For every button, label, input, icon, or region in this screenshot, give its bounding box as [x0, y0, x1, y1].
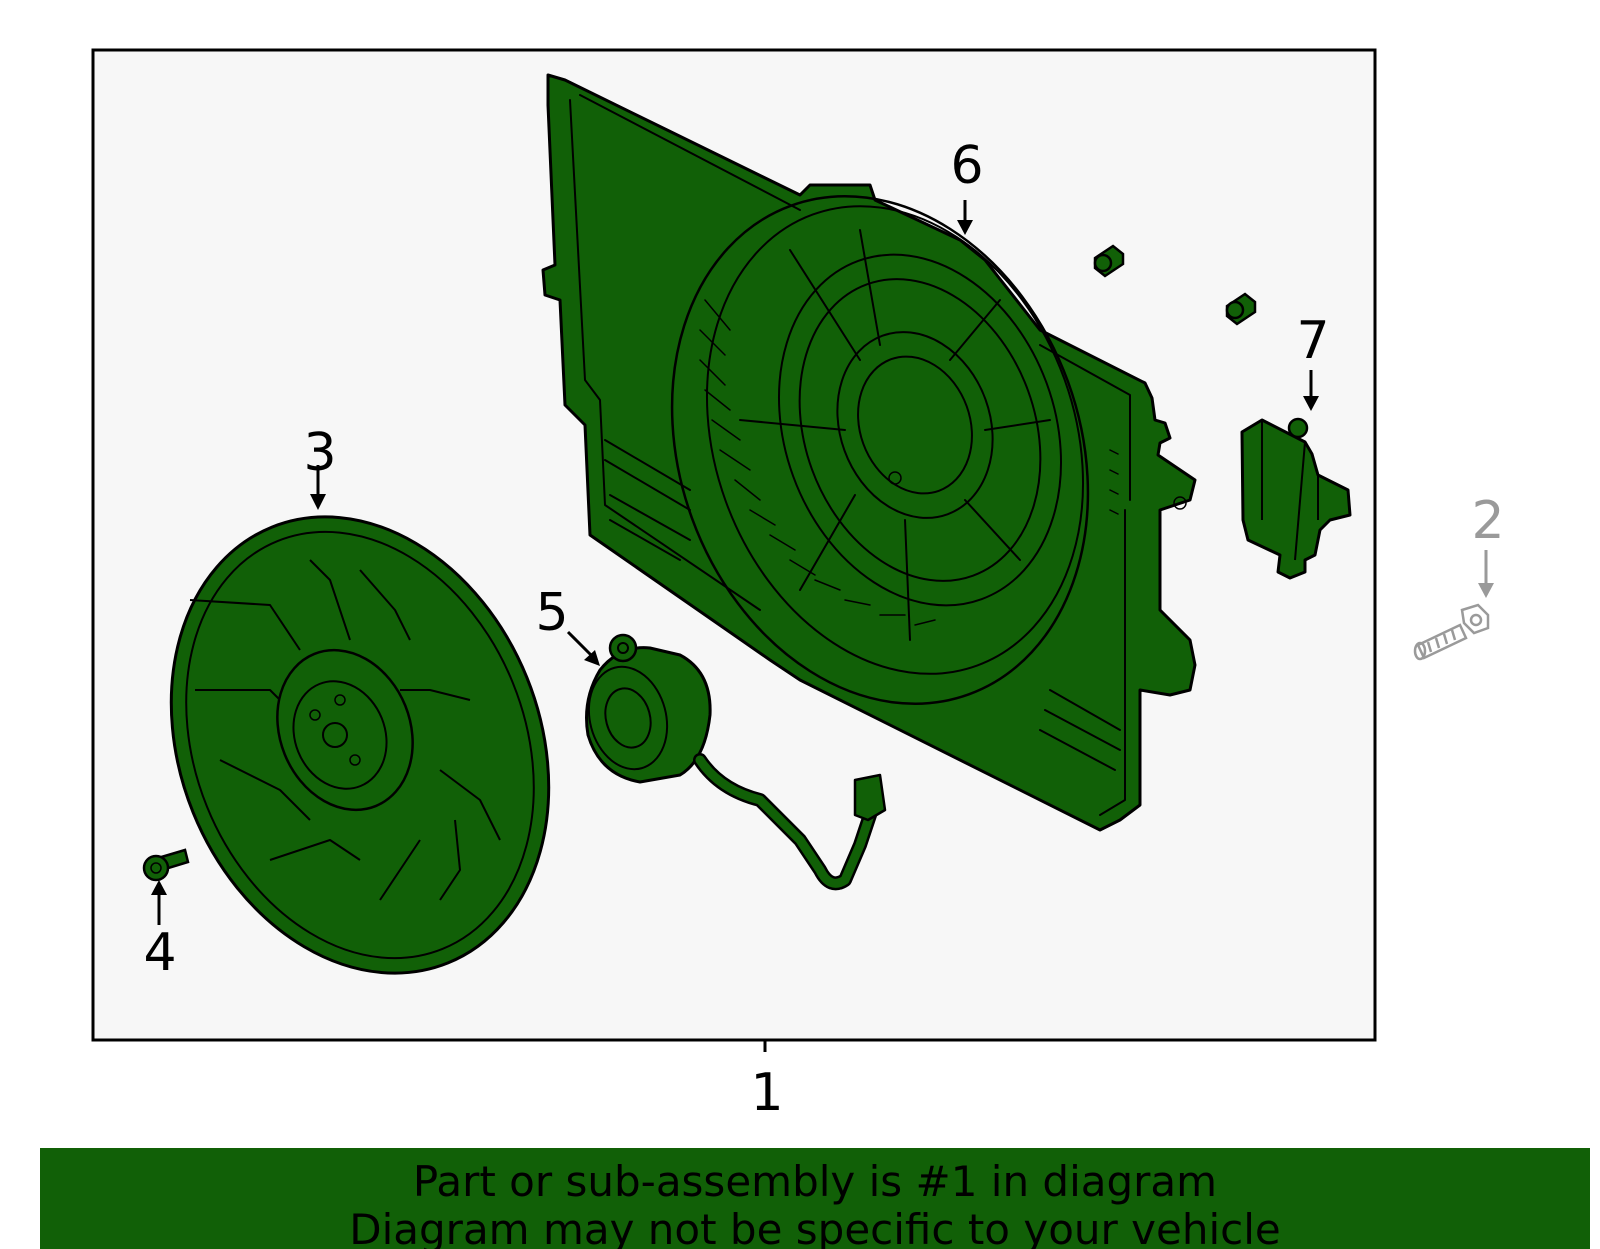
clip-icon[interactable] [1093, 244, 1125, 278]
bolt-icon[interactable] [1413, 603, 1490, 661]
fan-blade-icon[interactable] [105, 460, 615, 1031]
fan-shroud-icon[interactable] [541, 73, 1197, 832]
resistor-module-icon[interactable] [1240, 417, 1352, 580]
callout-5: 5 [535, 583, 568, 643]
leader-line-2 [1478, 550, 1494, 598]
callout-2: 2 [1471, 491, 1504, 551]
footer-line-1: Part or sub-assembly is #1 in diagram [413, 1157, 1217, 1206]
clip-icon[interactable] [1225, 292, 1257, 326]
screw-icon[interactable] [142, 848, 190, 882]
callout-6: 6 [950, 136, 983, 196]
fan-motor-icon[interactable] [578, 633, 887, 891]
callout-1: 1 [750, 1063, 783, 1123]
footer-banner [40, 1148, 1590, 1249]
callout-7: 7 [1296, 311, 1329, 371]
leader-lines [151, 200, 1319, 1052]
callout-3: 3 [303, 423, 336, 483]
footer-line-2: Diagram may not be specific to your vehi… [349, 1205, 1280, 1249]
callout-4: 4 [143, 923, 176, 983]
